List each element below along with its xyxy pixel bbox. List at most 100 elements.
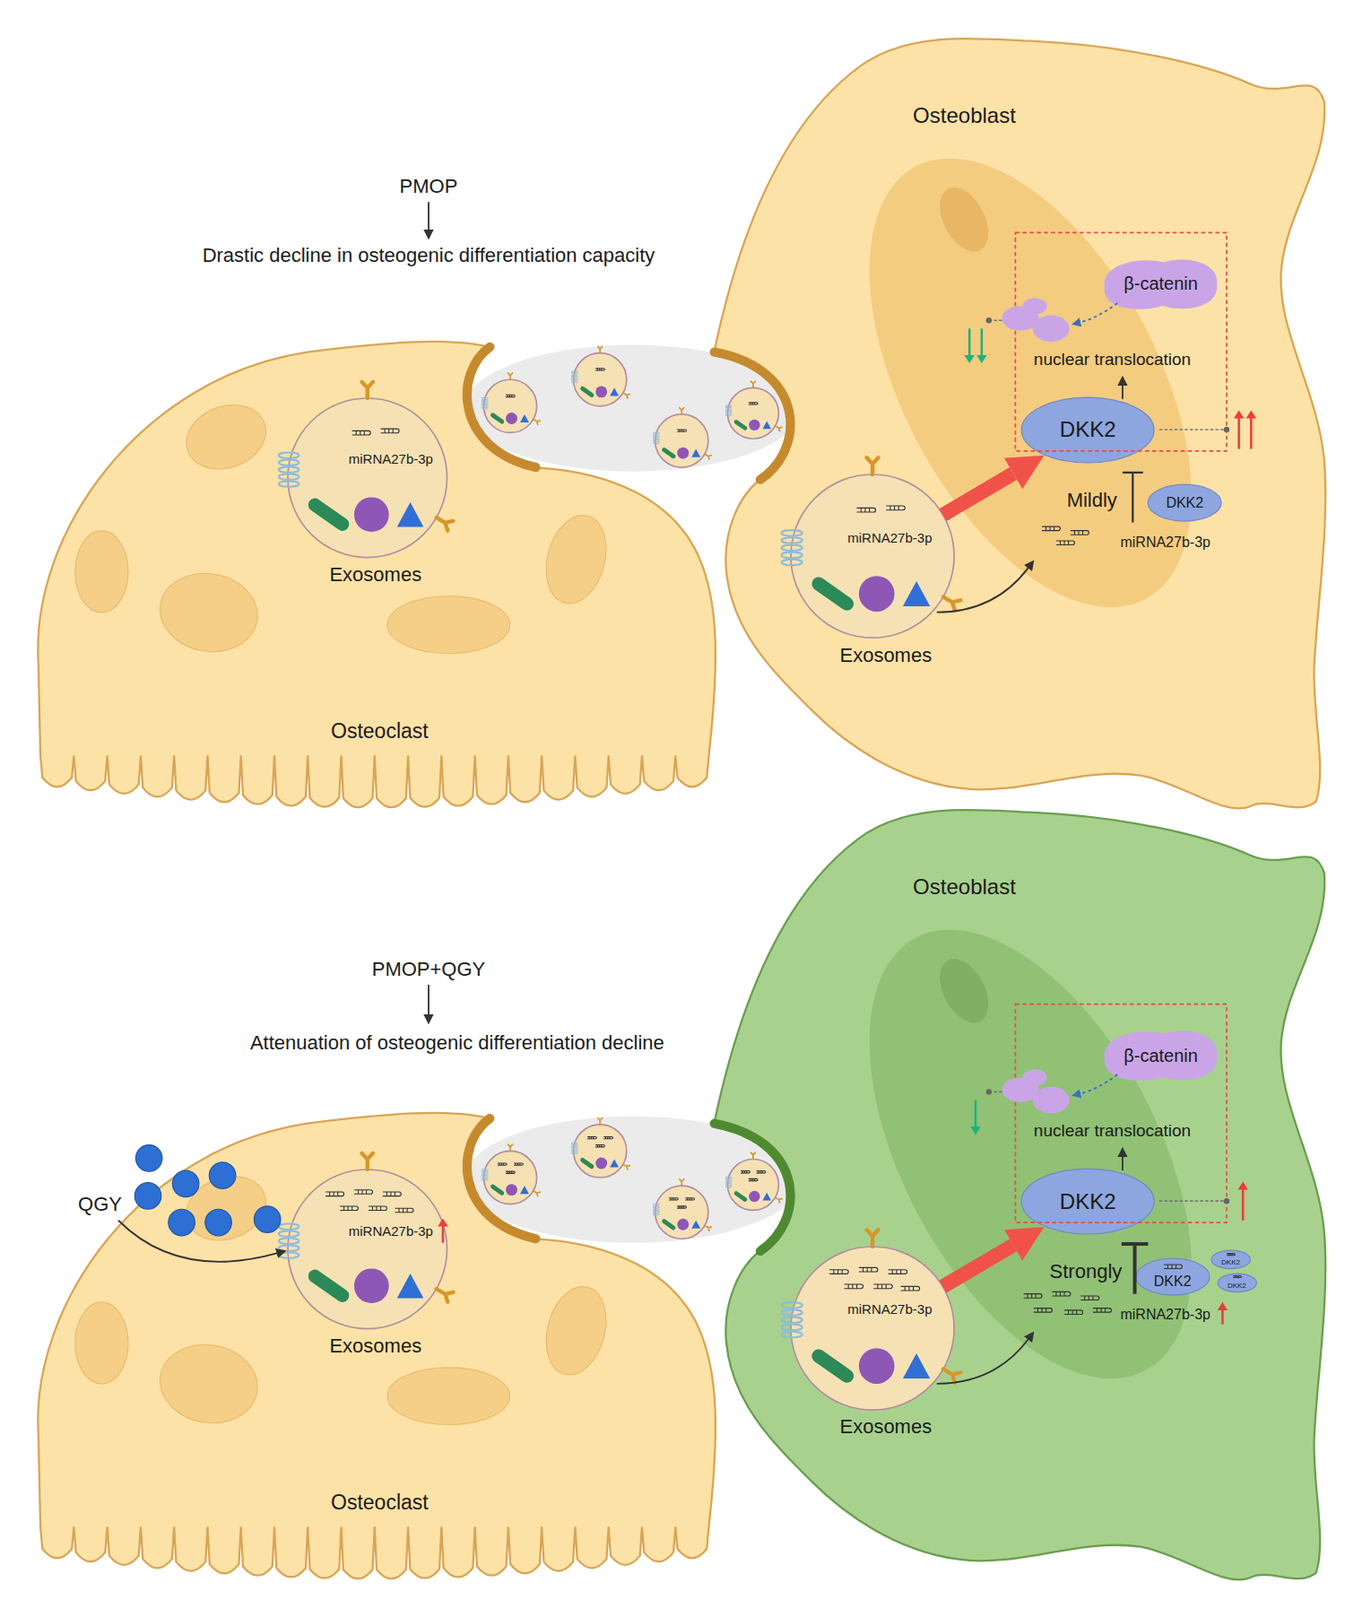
pathway-box — [1015, 1004, 1227, 1223]
membrane-receptor — [725, 414, 732, 417]
dkk2-protein: DKK2 — [1020, 1167, 1155, 1235]
antibody-symbol — [940, 1363, 962, 1382]
transfer-arrow — [943, 473, 1014, 515]
vesicle-membrane — [655, 414, 709, 468]
inhibition-bar — [1121, 1243, 1149, 1294]
transit-vesicle — [652, 1179, 712, 1239]
level-arrow — [442, 1224, 445, 1242]
vesicle-membrane — [483, 1150, 537, 1204]
outcome-label: Drastic decline in osteogenic differenti… — [202, 243, 656, 267]
indicator-dot — [986, 1088, 992, 1094]
membrane-receptor — [481, 399, 489, 402]
membrane-receptor — [571, 1152, 579, 1155]
mirna-symbol — [756, 1171, 766, 1173]
mirna-symbol — [352, 430, 371, 435]
exosome-shape — [790, 474, 955, 669]
antibody-symbol — [598, 1118, 603, 1125]
membrane-receptor — [780, 1316, 802, 1323]
qgy-particle — [205, 1208, 233, 1236]
membrane-receptor — [278, 451, 300, 458]
process-label: nuclear translocation — [1033, 349, 1191, 370]
mirna-symbol — [888, 1268, 908, 1274]
mirna-symbol — [1226, 1253, 1235, 1256]
mirna-symbol — [1232, 1275, 1241, 1278]
mirna-symbol — [829, 1268, 849, 1274]
membrane-receptor — [725, 405, 732, 408]
antibody-symbol — [867, 458, 879, 476]
mirna-symbol — [1023, 1293, 1042, 1299]
cargo-sphere — [748, 419, 760, 431]
cargo-sphere — [595, 385, 608, 398]
membrane-receptor — [481, 1173, 489, 1176]
protein-name: β-catenin — [1123, 1044, 1198, 1066]
membrane-receptor — [780, 529, 802, 537]
transit-vesicle — [481, 1144, 540, 1204]
cargo-rod — [808, 1345, 857, 1385]
cargo-triangle — [902, 1353, 930, 1379]
mirna-symbol — [595, 368, 605, 371]
exosome-label: Exosomes — [839, 643, 932, 667]
membrane-receptor — [278, 1245, 300, 1251]
mirna-symbol — [844, 1284, 864, 1289]
nuclear-beta-catenin — [1022, 297, 1047, 314]
mirna-label: miRNA27b-3p — [847, 1301, 932, 1318]
cargo-triangle — [762, 421, 771, 430]
transit-vesicle — [725, 381, 782, 439]
mirna-symbol — [1080, 1295, 1099, 1301]
membrane-receptor — [725, 411, 732, 414]
osteoclast-membrane — [38, 1112, 717, 1579]
level-arrow — [974, 1100, 978, 1129]
membrane-receptor — [571, 1142, 579, 1145]
protein-name: DKK2 — [1059, 416, 1117, 443]
cargo-triangle — [609, 1158, 619, 1167]
transit-vesicle — [725, 1152, 782, 1210]
membrane-receptor — [481, 1178, 489, 1181]
membrane-receptor — [780, 1323, 802, 1330]
regulation-arrow — [1121, 384, 1124, 400]
protein-ellipse — [1211, 1249, 1250, 1268]
mirna-symbol — [901, 1285, 920, 1291]
membrane-receptor — [725, 409, 732, 412]
mirna-label: miRNA27b-3p — [348, 451, 434, 468]
mirna-symbol — [587, 1136, 597, 1138]
membrane-receptor — [571, 375, 579, 378]
membrane-receptor — [652, 1213, 660, 1215]
membrane-receptor — [278, 1252, 300, 1259]
cargo-rod — [733, 418, 748, 432]
outcome-label: Attenuation of osteogenic differentiatio… — [250, 1031, 665, 1054]
mirna-symbol — [1041, 526, 1060, 531]
membrane-receptor — [278, 459, 300, 465]
membrane-receptor — [652, 442, 660, 444]
cargo-sphere — [505, 412, 518, 425]
transit-vesicle — [481, 373, 540, 433]
cargo-sphere — [859, 575, 895, 612]
exosome-shape — [287, 1169, 448, 1363]
membrane-receptor — [278, 1223, 300, 1230]
dkk2-protein: DKK2 — [1146, 483, 1223, 522]
membrane-receptor — [571, 378, 579, 381]
cargo-rod — [579, 385, 595, 399]
exosome: miRNA27b-3pExosomes — [287, 1169, 448, 1363]
membrane-receptor — [481, 402, 489, 405]
mirna-symbol — [1093, 1308, 1111, 1313]
membrane-receptor — [725, 1183, 732, 1186]
protein-ellipse — [1021, 1168, 1155, 1234]
protein-name: DKK2 — [1221, 1258, 1241, 1267]
mirna-symbol — [1070, 530, 1089, 536]
protein-ellipse — [1217, 1273, 1257, 1292]
mirna-symbol — [505, 394, 515, 397]
regulation-arrow — [1121, 1155, 1124, 1171]
osteoblast-cell-shape — [703, 799, 1332, 1598]
protein-blob — [1104, 259, 1218, 309]
vesicle-membrane — [483, 379, 537, 433]
mirna-symbol — [885, 505, 905, 511]
beta-catenin-protein: β-catenin — [1102, 1026, 1220, 1085]
osteoblast-membrane — [714, 38, 1327, 809]
transfer-arrow — [943, 1244, 1014, 1286]
level-arrow — [968, 328, 972, 356]
mirna-symbol — [1064, 1310, 1083, 1315]
indicator-dot — [1223, 1197, 1230, 1204]
vesicle-membrane — [287, 1169, 448, 1329]
cell-name: Osteoclast — [330, 1490, 429, 1514]
